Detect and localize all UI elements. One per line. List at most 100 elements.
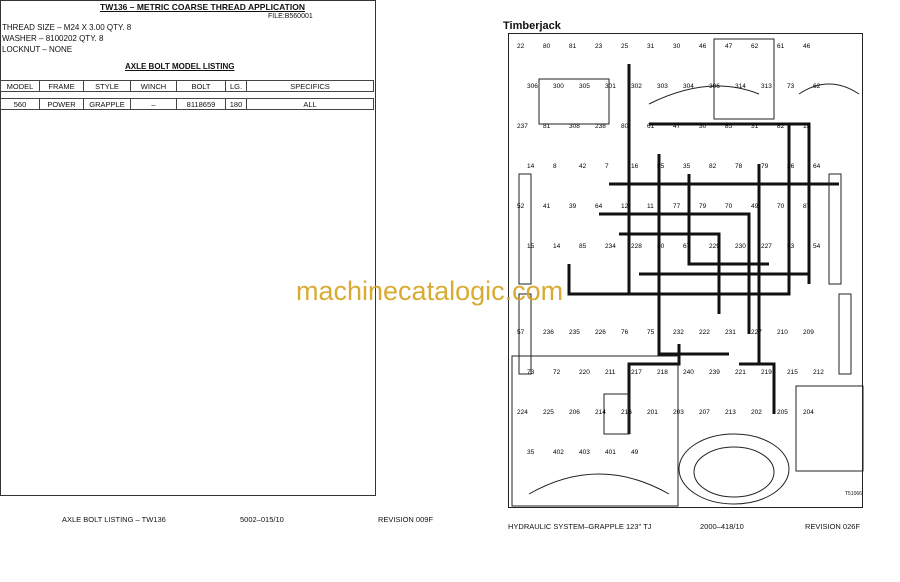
part-label: 314 xyxy=(735,83,746,90)
part-label: 205 xyxy=(777,409,788,416)
part-label: 305 xyxy=(579,83,590,90)
col-model: MODEL xyxy=(0,80,40,92)
part-label: 85 xyxy=(579,243,587,250)
part-label: 70 xyxy=(777,203,785,210)
part-label: 220 xyxy=(579,369,590,376)
part-label: 240 xyxy=(683,369,694,376)
part-label: 224 xyxy=(517,409,528,416)
right-footer-code: 2000–418/10 xyxy=(700,522,744,531)
part-label: 79 xyxy=(699,203,707,210)
part-label: 216 xyxy=(621,409,632,416)
part-label: 211 xyxy=(605,369,616,376)
part-label: 81 xyxy=(543,123,551,130)
part-label: 70 xyxy=(725,203,733,210)
axle-bolt-table: MODEL FRAME STYLE WINCH BOLT LG. SPECIFI… xyxy=(0,80,374,110)
part-label: 85 xyxy=(657,163,665,170)
part-label: 15 xyxy=(803,123,811,130)
part-label: 228 xyxy=(631,243,642,250)
part-label: 46 xyxy=(699,43,707,50)
part-label: 219 xyxy=(761,369,772,376)
part-label: 31 xyxy=(751,123,759,130)
part-label: 57 xyxy=(517,329,525,336)
part-label: 82 xyxy=(777,123,785,130)
part-label: 201 xyxy=(647,409,658,416)
part-label: 301 xyxy=(605,83,616,90)
part-label: 204 xyxy=(803,409,814,416)
locknut: LOCKNUT – NONE xyxy=(2,45,73,54)
part-label: 213 xyxy=(725,409,736,416)
part-label: 41 xyxy=(543,203,551,210)
part-label: 42 xyxy=(579,163,587,170)
part-label: 203 xyxy=(673,409,684,416)
part-label: 239 xyxy=(709,369,720,376)
part-label: 61 xyxy=(647,123,655,130)
listing-title: TW136 – METRIC COARSE THREAD APPLICATION xyxy=(100,2,305,12)
watermark: machinecatalogic.com xyxy=(296,276,564,306)
part-label: 30 xyxy=(673,43,681,50)
part-label: 300 xyxy=(553,83,564,90)
spacer-cell xyxy=(0,91,374,99)
part-label: 53 xyxy=(787,243,795,250)
part-label: 16 xyxy=(631,163,639,170)
part-label: 238 xyxy=(595,123,606,130)
part-label: 218 xyxy=(657,369,668,376)
part-label: 229 xyxy=(709,243,720,250)
part-label: 49 xyxy=(631,449,639,456)
part-label: 76 xyxy=(621,329,629,336)
thread-size: THREAD SIZE – M24 X 3.00 QTY. 8 xyxy=(2,23,132,32)
right-footer-title: HYDRAULIC SYSTEM–GRAPPLE 123" TJ xyxy=(508,522,652,531)
part-label: 8 xyxy=(553,163,557,170)
part-label: 36 xyxy=(787,163,795,170)
table-spacer-row xyxy=(0,91,374,99)
part-label: 209 xyxy=(803,329,814,336)
part-label: 87 xyxy=(803,203,811,210)
part-label: 82 xyxy=(709,163,717,170)
part-label: 50 xyxy=(657,243,665,250)
col-bolt: BOLT xyxy=(176,80,226,92)
part-label: 212 xyxy=(813,369,824,376)
part-label: 15 xyxy=(527,243,535,250)
cell-lg: 180 xyxy=(225,98,247,110)
left-footer-title: AXLE BOLT LISTING – TW136 xyxy=(62,515,166,524)
part-label: 72 xyxy=(553,369,561,376)
washer: WASHER – 8100202 QTY. 8 xyxy=(2,34,104,43)
part-label: 402 xyxy=(553,449,564,456)
part-label: 313 xyxy=(761,83,772,90)
part-label: 49 xyxy=(751,203,759,210)
part-label: 225 xyxy=(543,409,554,416)
part-label: 7 xyxy=(605,163,609,170)
col-winch: WINCH xyxy=(130,80,177,92)
part-label: 215 xyxy=(787,369,798,376)
part-label: 80 xyxy=(621,123,629,130)
part-label: 210 xyxy=(777,329,788,336)
part-label: 227 xyxy=(761,243,772,250)
part-label: 31 xyxy=(647,43,655,50)
cell-frame: POWER xyxy=(39,98,84,110)
figure-id: T51066 xyxy=(845,491,862,497)
part-label: 226 xyxy=(595,329,606,336)
part-label: 46 xyxy=(803,43,811,50)
part-label: 403 xyxy=(579,449,590,456)
cell-model: 560 xyxy=(0,98,40,110)
part-label: 306 xyxy=(709,83,720,90)
part-label: 79 xyxy=(761,163,769,170)
part-label: 230 xyxy=(735,243,746,250)
part-label: 25 xyxy=(621,43,629,50)
part-label: 22 xyxy=(517,43,525,50)
part-label: 54 xyxy=(813,243,821,250)
part-label: 35 xyxy=(527,449,535,456)
part-label: 39 xyxy=(569,203,577,210)
left-footer-revision: REVISION 009F xyxy=(378,515,434,524)
file-number: FILE:B560001 xyxy=(268,13,313,20)
part-label: 52 xyxy=(517,203,525,210)
part-label: 206 xyxy=(569,409,580,416)
part-label: 47 xyxy=(673,123,681,130)
part-label: 308 xyxy=(569,123,580,130)
col-lg: LG. xyxy=(225,80,247,92)
part-label: 207 xyxy=(699,409,710,416)
part-label: 232 xyxy=(673,329,684,336)
part-label: 236 xyxy=(543,329,554,336)
brand-title: Timberjack xyxy=(503,20,561,32)
table-row: 560 POWER GRAPPLE – 8118659 180 ALL xyxy=(0,98,374,110)
part-label: 61 xyxy=(777,43,785,50)
